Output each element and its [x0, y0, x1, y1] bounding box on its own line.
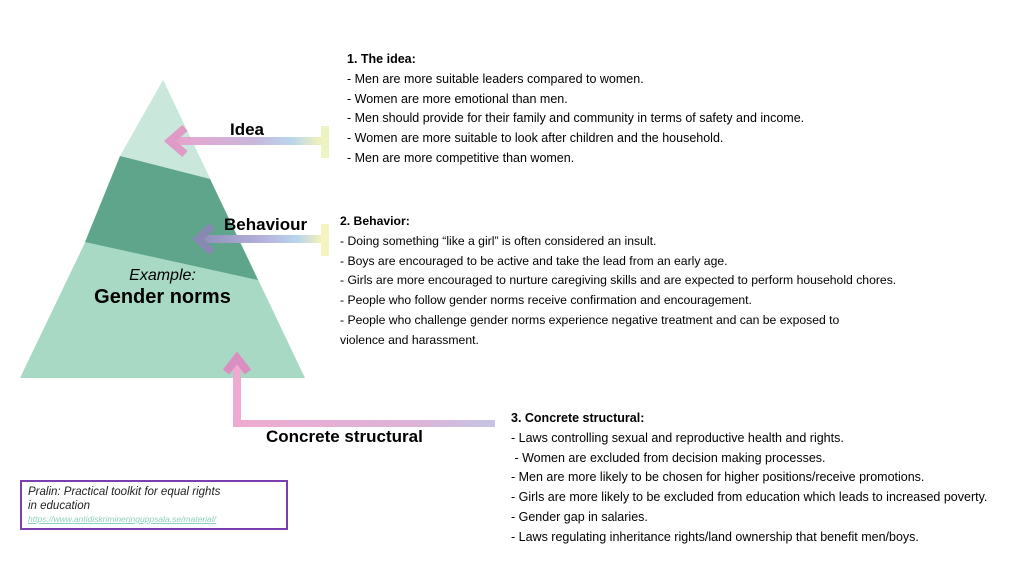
- structural-arrow: [222, 351, 495, 427]
- list-item: - Men are more competitive than women.: [347, 150, 575, 165]
- behaviour-arrow: [192, 223, 329, 256]
- list-item: - Women are excluded from decision makin…: [511, 450, 826, 465]
- list-item: - Women are more suitable to look after …: [347, 131, 724, 146]
- section-behavior: 2. Behavior: - Doing something “like a g…: [340, 212, 896, 351]
- list-item: - Men are more suitable leaders compared…: [347, 71, 644, 86]
- source-title-line2: in education: [28, 500, 91, 512]
- section-heading: 3. Concrete structural:: [511, 411, 645, 425]
- list-item: - Laws controlling sexual and reproducti…: [511, 430, 844, 445]
- pyramid-middle-band: [85, 156, 258, 280]
- center-label: Example: Gender norms: [20, 267, 305, 309]
- section-idea: 1. The idea: - Men are more suitable lea…: [347, 50, 804, 169]
- list-item: - Girls are more encouraged to nurture c…: [340, 273, 897, 288]
- list-item: - Women are more emotional than men.: [347, 91, 568, 106]
- list-item: - Gender gap in salaries.: [511, 509, 648, 524]
- example-label: Example:: [129, 267, 196, 284]
- section-structural: 3. Concrete structural: - Laws controlli…: [511, 409, 987, 548]
- list-item: - People who challenge gender norms expe…: [340, 312, 840, 327]
- pyramid-top-layer: [120, 80, 210, 179]
- list-item: - Boys are encouraged to be active and t…: [340, 253, 728, 268]
- idea-arrow: [163, 124, 329, 158]
- source-title-line1: Pralin: Practical toolkit for equal righ…: [28, 486, 221, 498]
- list-item: - Doing something “like a girl” is often…: [340, 233, 657, 248]
- list-item: - Men should provide for their family an…: [347, 111, 805, 126]
- level-label-structural: Concrete structural: [266, 427, 423, 446]
- source-box: Pralin: Practical toolkit for equal righ…: [20, 480, 288, 530]
- level-label-idea: Idea: [230, 120, 265, 139]
- level-label-behaviour: Behaviour: [224, 215, 308, 234]
- list-item: - Laws regulating inheritance rights/lan…: [511, 529, 919, 544]
- center-title: Gender norms: [94, 286, 231, 308]
- list-item: - Girls are more likely to be excluded f…: [511, 490, 988, 505]
- section-heading: 1. The idea:: [347, 52, 416, 66]
- source-link[interactable]: https://www.antidiskrimineringuppsala.se…: [28, 514, 217, 524]
- list-item: violence and harassment.: [340, 332, 479, 347]
- list-item: - Men are more likely to be chosen for h…: [511, 470, 925, 485]
- section-heading: 2. Behavior:: [340, 214, 410, 228]
- list-item: - People who follow gender norms receive…: [340, 293, 752, 308]
